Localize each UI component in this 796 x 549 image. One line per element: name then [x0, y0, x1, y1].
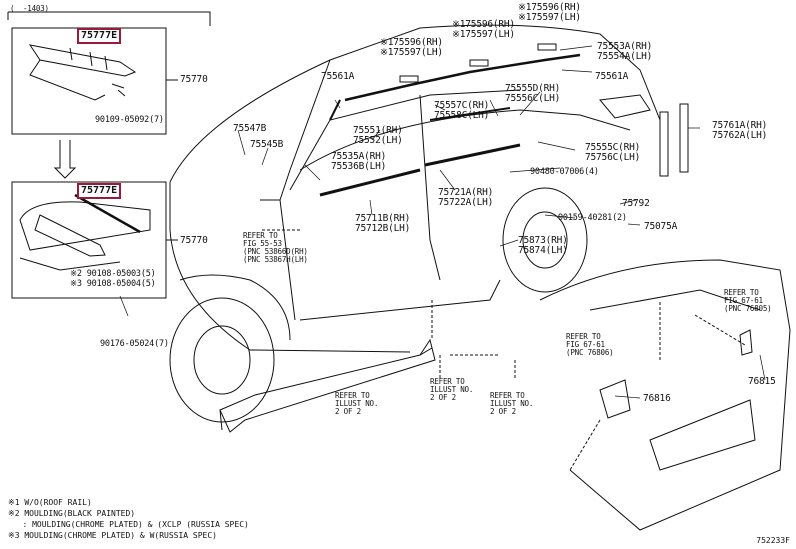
- part-90108-2[interactable]: ※2 90108-05003(5): [70, 269, 156, 279]
- part-75551[interactable]: 75551(RH): [353, 125, 403, 136]
- part-75545b[interactable]: 75545B: [250, 139, 284, 150]
- vehicle-body: [169, 24, 661, 423]
- part-75756c[interactable]: 75756C(LH): [585, 152, 641, 163]
- refer-fig-55-53[interactable]: REFER TO FIG 55-53 (PNC 53866D(RH) (PNC …: [243, 231, 308, 264]
- inset-top: [7, 11, 211, 135]
- part-75721a[interactable]: 75721A(RH): [438, 187, 494, 198]
- footnote-1: ※1 W/O(ROOF RAIL): [8, 498, 92, 507]
- part-90480[interactable]: 90480-07006(4): [530, 167, 599, 177]
- footnote-3: : MOULDING(CHROME PLATED) & (XCLP (RUSSI…: [8, 520, 249, 529]
- part-90159[interactable]: 90159-40281(2): [558, 213, 627, 223]
- part-75597-mid[interactable]: ※175597(LH): [452, 29, 515, 40]
- part-75596-top[interactable]: ※175596(RH): [518, 2, 581, 13]
- part-75762a[interactable]: 75762A(LH): [712, 130, 768, 141]
- part-75874[interactable]: 75874(LH): [518, 245, 568, 256]
- refer-illust-1[interactable]: REFER TO ILLUST NO. 2 OF 2: [335, 391, 379, 416]
- part-75596-mid[interactable]: ※175596(RH): [452, 19, 515, 30]
- highlight-part-bottom[interactable]: 75777E: [77, 183, 122, 199]
- part-75597-top[interactable]: ※175597(LH): [518, 12, 581, 23]
- part-75555d[interactable]: 75555D(RH): [505, 83, 561, 94]
- part-75792[interactable]: 75792: [622, 198, 650, 209]
- refer-fig-67-61-b[interactable]: REFER TO FIG 67-61 (PNC 76806): [566, 332, 614, 357]
- part-75770-bottom[interactable]: 75770: [180, 235, 208, 246]
- part-90109[interactable]: 90109-05092(7): [95, 115, 164, 125]
- part-75556c-lh[interactable]: 75556C(LH): [505, 93, 561, 104]
- inset-bottom: [11, 140, 178, 299]
- part-75555c[interactable]: 75555C(RH): [585, 142, 641, 153]
- part-76815[interactable]: 76815: [748, 376, 776, 387]
- part-76816[interactable]: 76816: [643, 393, 671, 404]
- footnote-2: ※2 MOULDING(BLACK PAINTED): [8, 509, 136, 518]
- inset-caption: ( -1403): [10, 4, 49, 13]
- part-75561a-left[interactable]: 75561A: [321, 71, 355, 82]
- part-75552[interactable]: 75552(LH): [353, 135, 403, 146]
- side-step: [219, 338, 436, 433]
- refer-illust-2[interactable]: REFER TO ILLUST NO. 2 OF 2: [430, 377, 474, 402]
- part-90108-3[interactable]: ※3 90108-05004(5): [70, 279, 156, 289]
- part-75722a[interactable]: 75722A(LH): [438, 197, 494, 208]
- part-75075a[interactable]: 75075A: [644, 221, 678, 232]
- part-75770-top[interactable]: 75770: [180, 74, 208, 85]
- refer-fig-67-61-a[interactable]: REFER TO FIG 67-61 (PNC 76805): [724, 288, 772, 313]
- part-75547b[interactable]: 75547B: [233, 123, 267, 134]
- part-90176[interactable]: 90176-05024(7): [100, 339, 169, 349]
- part-75561a-right[interactable]: 75561A: [595, 71, 629, 82]
- leader-solid: [119, 45, 766, 399]
- roof-mouldings: [319, 43, 689, 197]
- part-75711b[interactable]: 75711B(RH): [355, 213, 411, 224]
- highlight-part-top[interactable]: 75777E: [77, 28, 122, 44]
- part-75873[interactable]: 75873(RH): [518, 235, 568, 246]
- part-75597-left[interactable]: ※175597(LH): [380, 47, 443, 58]
- part-75553a[interactable]: 75553A(RH): [597, 41, 653, 52]
- part-75558c[interactable]: 75558C(LH): [434, 110, 490, 121]
- part-75596-left[interactable]: ※175596(RH): [380, 37, 443, 48]
- part-75554a[interactable]: 75554A(LH): [597, 51, 653, 62]
- part-75712b[interactable]: 75712B(LH): [355, 223, 411, 234]
- rear-door: [539, 259, 791, 531]
- part-75761a[interactable]: 75761A(RH): [712, 120, 768, 131]
- part-75535a[interactable]: 75535A(RH): [331, 151, 387, 162]
- footnote-4: ※3 MOULDING(CHROME PLATED) & W(RUSSIA SP…: [8, 531, 217, 540]
- refer-illust-3[interactable]: REFER TO ILLUST NO. 2 OF 2: [490, 391, 534, 416]
- part-75536b[interactable]: 75536B(LH): [331, 161, 387, 172]
- diagram-code: 752233F: [756, 536, 790, 545]
- leader-lines: [260, 229, 746, 471]
- part-75557c[interactable]: 75557C(RH): [434, 100, 490, 111]
